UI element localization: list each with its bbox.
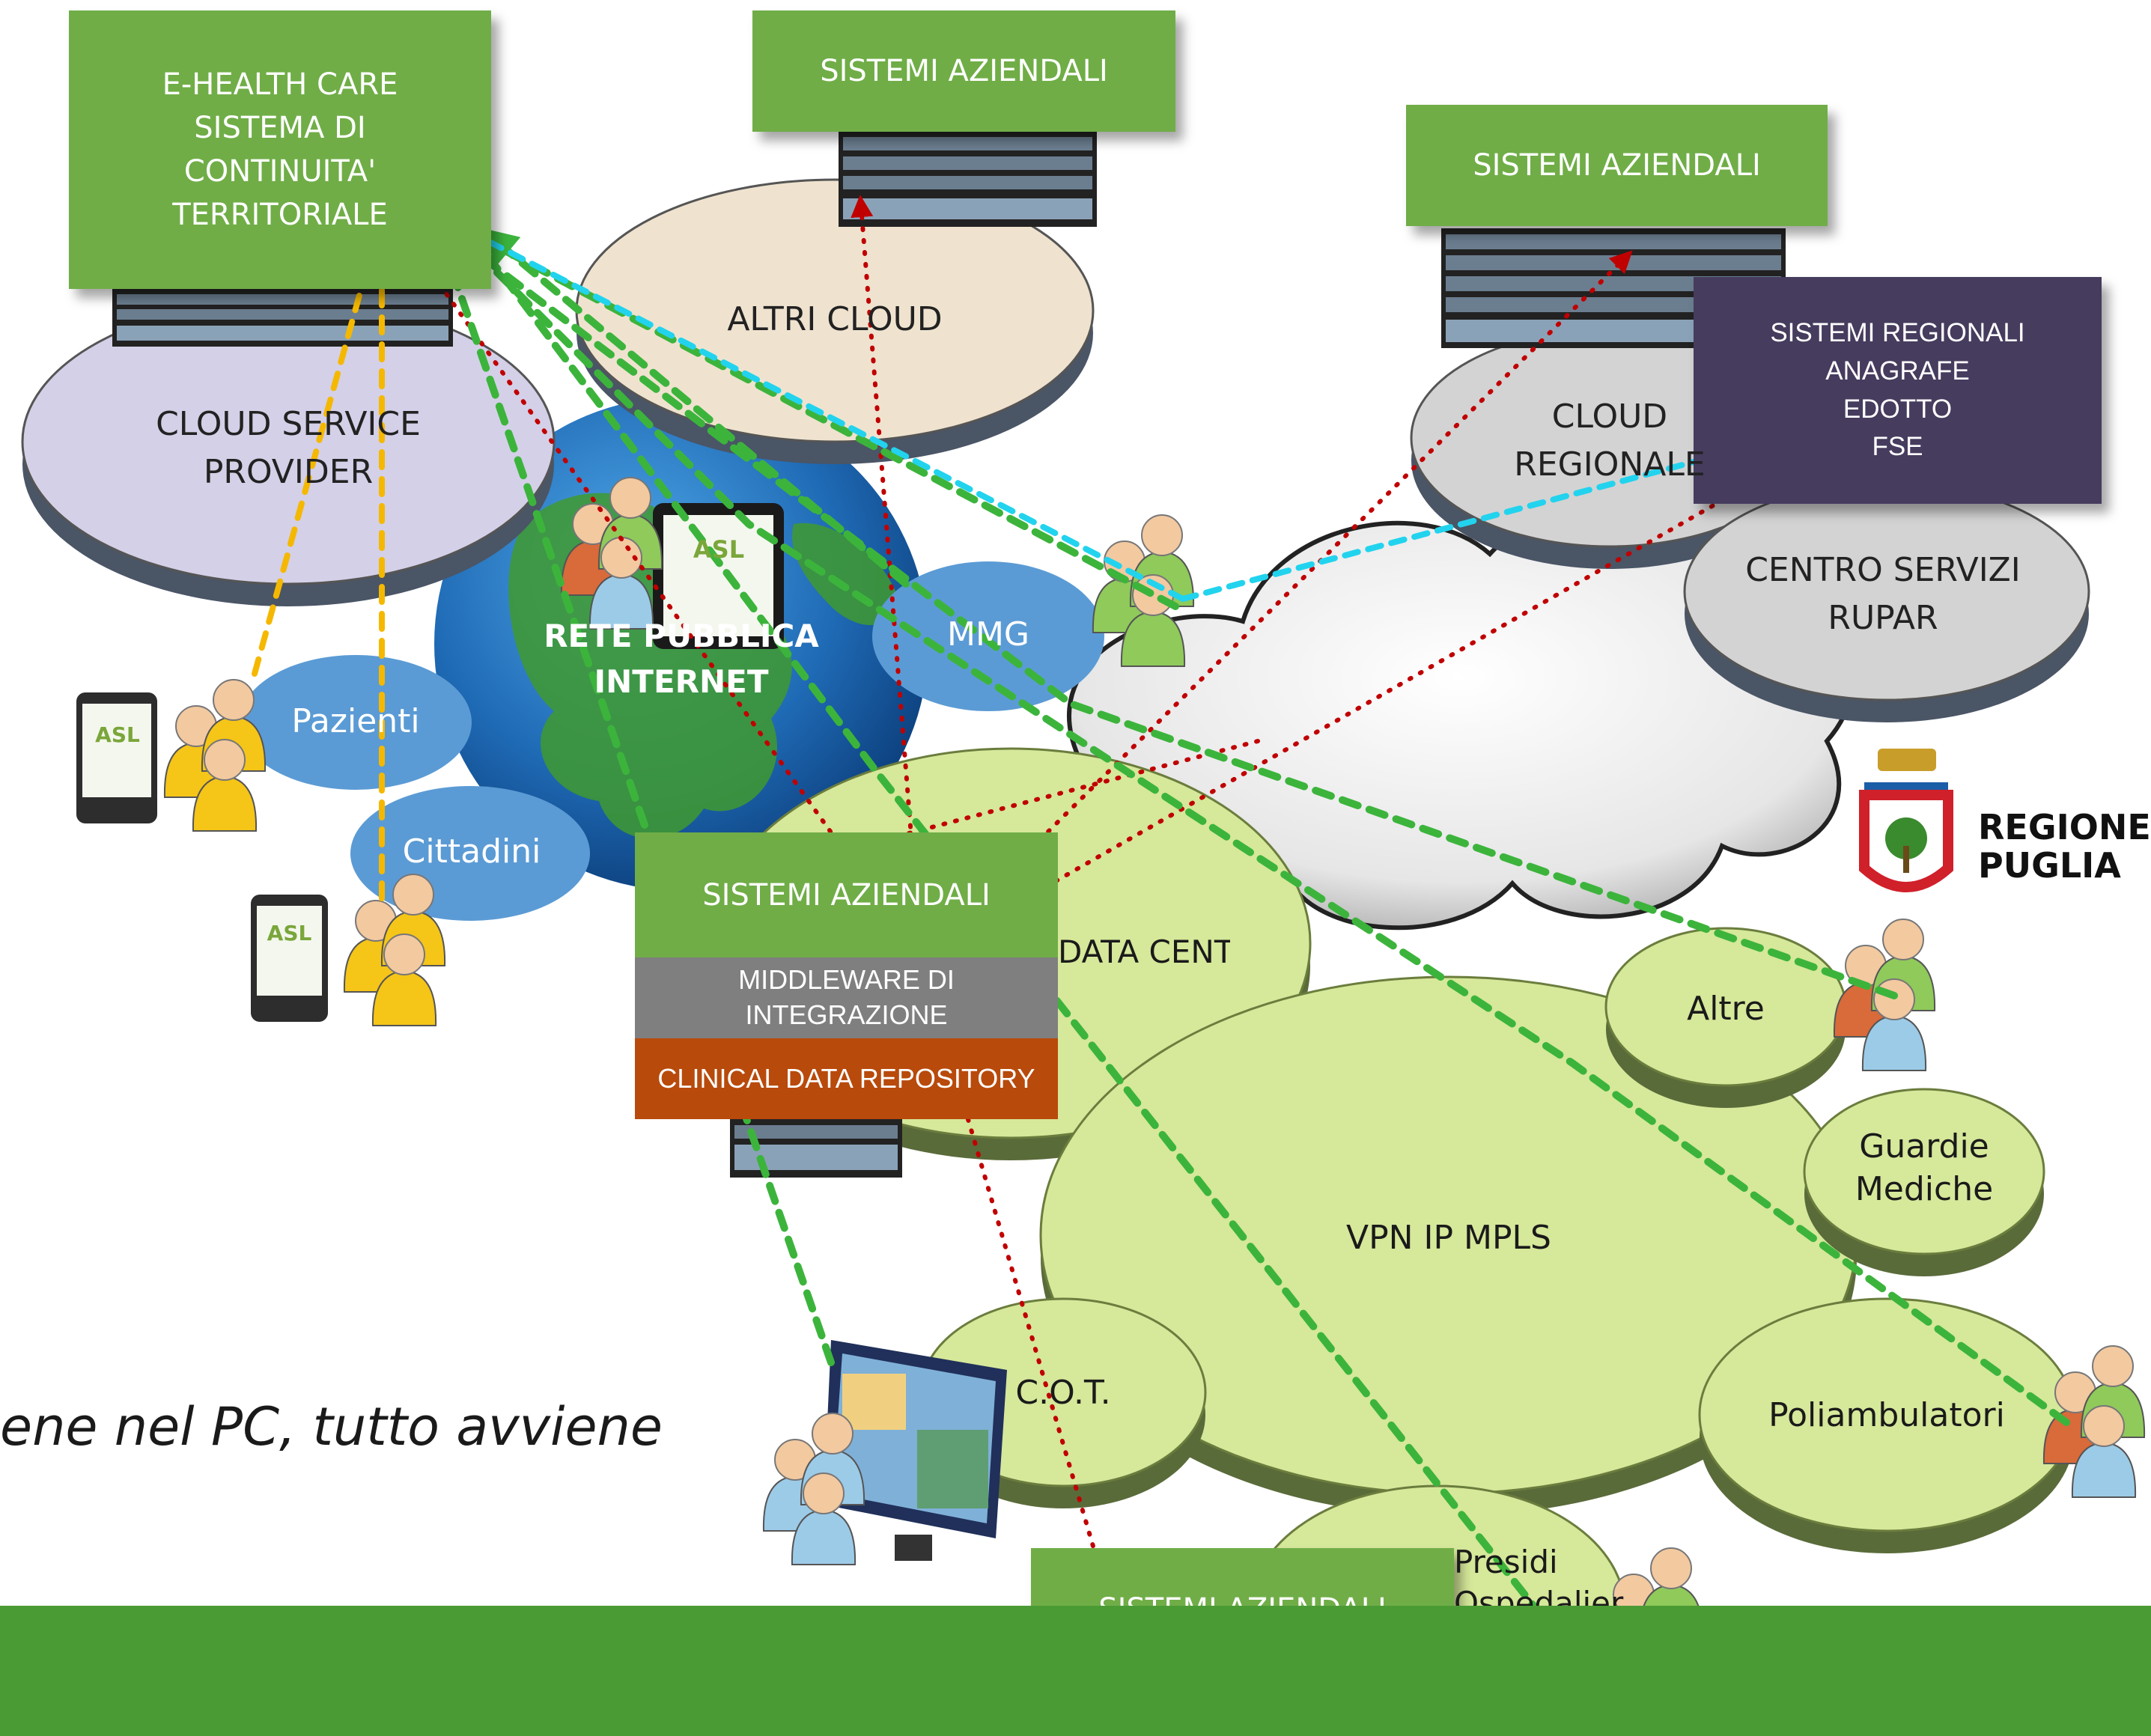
clinical-label: CLINICAL DATA REPOSITORY (657, 1063, 1035, 1094)
connection-arrow (479, 227, 910, 588)
asl-logo-phone: ASL (95, 722, 140, 747)
cloud-service-provider-label: CLOUD SERVICE PROVIDER (156, 405, 421, 491)
pazienti-label: Pazienti (291, 702, 420, 740)
slide-caption: ene nel PC, tutto avviene (0, 1396, 663, 1458)
person-icon (791, 1472, 857, 1565)
person-icon (371, 934, 437, 1026)
sistemi-regionali-box: SISTEMI REGIONALI ANAGRAFE EDOTTO FSE (1694, 277, 2102, 504)
sistemi-aziendali-top-box: SISTEMI AZIENDALI (752, 10, 1175, 132)
connection-arrow (437, 244, 835, 1366)
ehealth-label: E-HEALTH CARE SISTEMA DI CONTINUITA' TER… (162, 67, 398, 232)
connection-arrow (413, 202, 1186, 602)
sistemi-regionali-label: SISTEMI REGIONALI ANAGRAFE EDOTTO FSE (1770, 318, 2025, 462)
sistemi-center-label: SISTEMI AZIENDALI (702, 877, 991, 913)
asl-logo-tablet: ASL (693, 535, 745, 564)
regione-puglia-crest (1859, 749, 1953, 892)
centro-servizi-disc (1683, 481, 2090, 722)
guardie-disc (1803, 1088, 2045, 1276)
middleware-label: MIDDLEWARE DI INTEGRAZIONE (738, 964, 955, 1030)
tablet-icon (653, 503, 784, 649)
regione-puglia-logo: REGIONE PUGLIA (1978, 807, 2151, 886)
altre-label: Altre (1687, 990, 1765, 1028)
monitor-icon (824, 1340, 1007, 1561)
connection-arrow (434, 220, 1898, 999)
vpn-disc (1039, 975, 1858, 1516)
person-icon (2071, 1405, 2137, 1498)
guardie-label: Guardie Mediche (1855, 1127, 1994, 1209)
mmg-node (872, 561, 1104, 711)
mmg-label: MMG (946, 615, 1030, 654)
connection-arrow (850, 739, 1260, 854)
internet-label: RETE PUBBLICA INTERNET (544, 618, 819, 700)
centro-servizi-label: CENTRO SERVIZI RUPAR (1745, 551, 2021, 637)
sistemi-right-label: SISTEMI AZIENDALI (1473, 148, 1761, 183)
middleware-box: MIDDLEWARE DI INTEGRAZIONE (635, 957, 1058, 1038)
sistemi-aziendali-right-box: SISTEMI AZIENDALI (1406, 105, 1828, 226)
ehealth-box: E-HEALTH CARE SISTEMA DI CONTINUITA' TER… (69, 10, 491, 289)
pazienti-node (240, 655, 472, 790)
server-rack-icon (839, 131, 1097, 227)
data-center-label: DATA CENTER (1058, 934, 1230, 970)
globe-land-2 (792, 523, 898, 625)
cittadini-label: Cittadini (402, 832, 541, 871)
poliambulatori-disc (1698, 1297, 2075, 1553)
asl-logo-phone: ASL (267, 921, 312, 945)
altri-cloud-disc (575, 178, 1095, 464)
cot-label: C.O.T. (1015, 1374, 1111, 1412)
connection-arrow (421, 196, 2070, 1426)
server-rack-icon (112, 288, 453, 347)
vpn-label: VPN IP MPLS (1346, 1219, 1551, 1257)
connection-arrow (919, 473, 1770, 960)
phone-icon (251, 895, 328, 1022)
altri-cloud-label: ALTRI CLOUD (727, 300, 943, 338)
connection-arrow (452, 210, 1546, 1621)
sistemi-aziendali-center-box: SISTEMI AZIENDALI (635, 832, 1058, 957)
person-icon (192, 739, 258, 832)
clinical-data-repository-box: CLINICAL DATA REPOSITORY (635, 1038, 1058, 1119)
poliambulatori-label: Poliambulatori (1768, 1396, 2005, 1434)
person-icon (588, 537, 654, 630)
connection-arrow (919, 250, 1633, 960)
phone-icon (76, 692, 157, 823)
footer-bar (0, 1606, 2151, 1736)
cloud-regionale-label: CLOUD REGIONALE (1514, 398, 1706, 484)
sistemi-top-label: SISTEMI AZIENDALI (820, 54, 1108, 88)
